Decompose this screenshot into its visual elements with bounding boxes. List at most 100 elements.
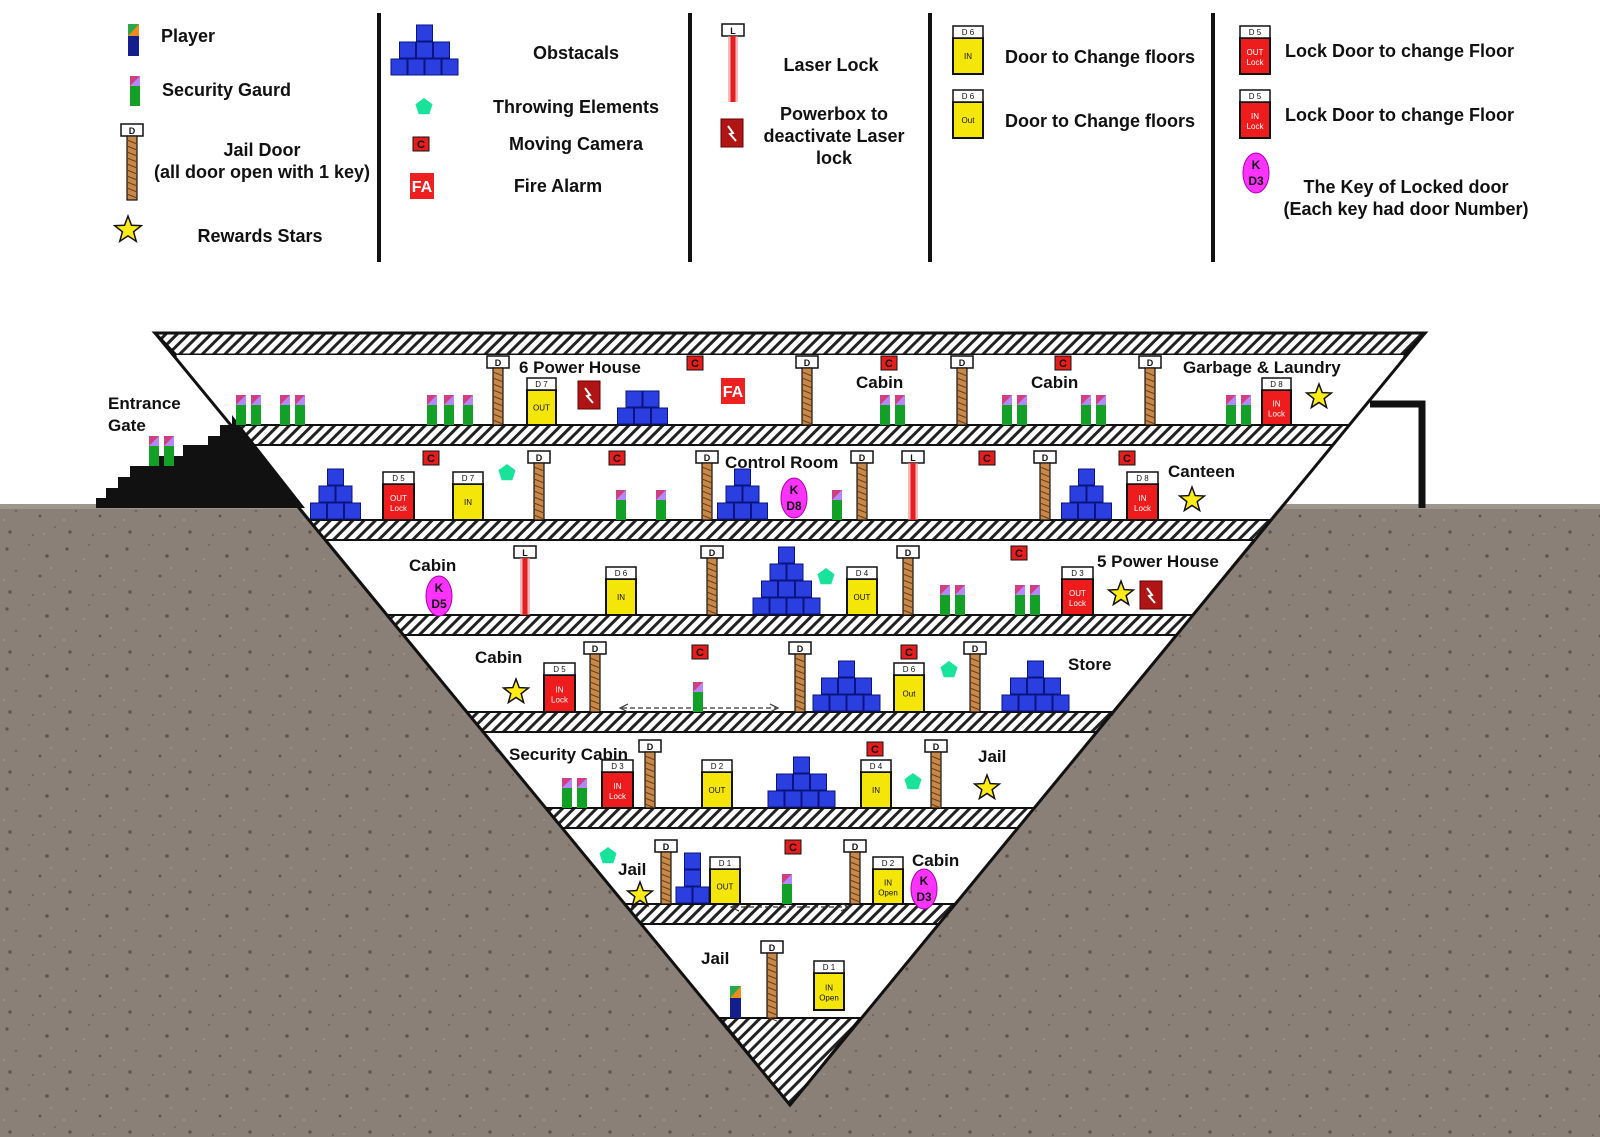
throwing-element-icon: [415, 98, 433, 115]
legend-col-1: Player Security Gaurd Jail Door (all doo…: [154, 26, 370, 246]
legend-key-label: The Key of Locked door: [1303, 177, 1508, 197]
security-guard-icon: [295, 395, 305, 425]
security-guard-icon: [940, 585, 950, 615]
door-state: Lock: [390, 504, 408, 513]
pyramid-outline: [151, 331, 1429, 1108]
camera-icon: C: [412, 136, 430, 152]
room-cabin-f6: Cabin: [912, 851, 959, 870]
svg-text:D: D: [804, 358, 811, 368]
door-number: D 4: [870, 762, 883, 771]
door-state: Lock: [609, 792, 627, 801]
security-guard-icon: [1002, 395, 1012, 425]
floor-door-icon: D 6IN: [952, 25, 984, 75]
security-guard-icon: [895, 395, 905, 425]
door-direction: OUT: [390, 494, 407, 503]
floor-door-icon: D 7 IN: [452, 471, 484, 521]
door-number: D 6: [962, 92, 975, 101]
legend-player-label: Player: [161, 26, 215, 46]
room-garbage-laundry: Garbage & Laundry: [1183, 358, 1341, 377]
door-state: Open: [878, 889, 898, 898]
door-number: D 5: [553, 665, 566, 674]
security-guard-icon: [1017, 395, 1027, 425]
camera-icon: C: [900, 644, 918, 660]
camera-icon: C: [608, 450, 626, 466]
legend-jail-door-label: Jail Door: [223, 140, 300, 160]
door-number: D 1: [719, 859, 732, 868]
door-direction: IN: [464, 498, 472, 507]
powerbox-icon: [1139, 580, 1163, 610]
door-number: D 3: [611, 762, 624, 771]
obstacle-blocks-icon: [752, 546, 821, 615]
security-guard-icon: [616, 490, 626, 520]
legend-door-in-label: Door to Change floors: [1005, 47, 1195, 67]
legend-separators: [377, 13, 1215, 262]
svg-text:L: L: [910, 453, 916, 463]
jail-door-icon: D: [486, 355, 510, 426]
svg-text:K: K: [1252, 158, 1261, 172]
svg-text:K: K: [920, 874, 929, 888]
svg-text:L: L: [522, 548, 528, 558]
legend-lock-in-label: Lock Door to change Floor: [1285, 105, 1514, 125]
door-direction: OUT: [854, 593, 871, 602]
room-power-house-5: 5 Power House: [1097, 552, 1219, 571]
patrol-arrow-heads: [618, 703, 851, 912]
door-state: Lock: [1247, 58, 1265, 67]
door-direction: IN: [556, 686, 564, 695]
floor-slab: [543, 807, 1037, 829]
legend-stars-label: Rewards Stars: [197, 226, 322, 246]
svg-text:D: D: [592, 644, 599, 654]
svg-text:D: D: [1042, 453, 1049, 463]
door-key-icon: KD5: [425, 575, 453, 617]
throwing-element-icon: [498, 464, 516, 481]
legend-jail-door-note: (all door open with 1 key): [154, 162, 370, 182]
security-guard-icon: [1030, 585, 1040, 615]
door-direction: IN: [872, 786, 880, 795]
fire-alarm-icon: FA: [721, 378, 745, 404]
pyramid-top-slab: [151, 331, 1429, 357]
svg-text:K: K: [790, 483, 799, 497]
camera-icon: C: [691, 644, 709, 660]
door-key-icon: KD8: [780, 477, 808, 519]
camera-icon: C: [1010, 545, 1028, 561]
floor-door-icon: D 4 OUT: [846, 566, 878, 616]
svg-text:D: D: [536, 453, 543, 463]
throwing-element-icon: [817, 568, 835, 585]
jail-door-icon: D: [1033, 450, 1057, 521]
room-power-house-6: 6 Power House: [519, 358, 641, 377]
security-guard-icon: [236, 395, 246, 425]
door-number: D 4: [856, 569, 869, 578]
svg-text:C: C: [885, 358, 893, 370]
jail-door-icon: D: [654, 839, 678, 905]
door-number: D 7: [462, 474, 475, 483]
door-direction: IN: [617, 593, 625, 602]
security-guard-icon: [427, 395, 437, 425]
key-door-number: D5: [431, 597, 447, 611]
door-state: Lock: [1247, 122, 1265, 131]
camera-icon: C: [866, 741, 884, 757]
reward-star-icon: [1177, 484, 1207, 513]
svg-text:L: L: [730, 26, 736, 36]
security-guard-icon: [280, 395, 290, 425]
jail-door-icon: D: [788, 641, 812, 713]
camera-icon: C: [686, 355, 704, 371]
jail-door-icon: D: [896, 545, 920, 616]
entrance-gate-label: Entrance: [108, 394, 181, 413]
floor-door-icon: D 6IN: [605, 566, 637, 616]
entrance-stairs: [96, 415, 305, 508]
door-number: D 1: [823, 963, 836, 972]
powerbox-icon: [577, 380, 601, 410]
entrance-gate-label-2: Gate: [108, 416, 146, 435]
security-guard-icon: [149, 436, 159, 466]
legend-lock-out-label: Lock Door to change Floor: [1285, 41, 1514, 61]
door-number: D 5: [392, 474, 405, 483]
door-number: D 8: [1270, 380, 1283, 389]
security-guard-icon: [130, 76, 140, 106]
